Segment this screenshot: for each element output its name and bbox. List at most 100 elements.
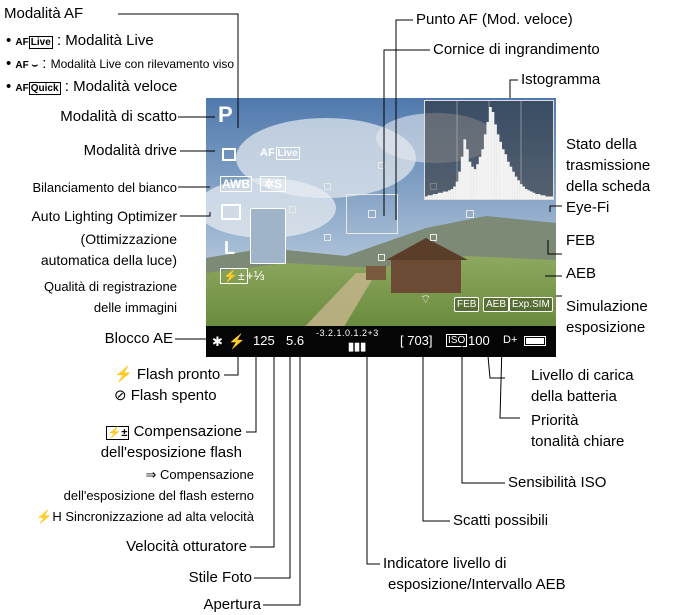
af-point [324,183,331,190]
shots-remaining: [ 703] [400,333,433,348]
histogram-bar [532,192,536,199]
label-hs-sync: ⚡H Sincronizzazione ad alta velocità [36,509,254,524]
exposure-level-marks: ▮▮▮ [348,341,367,353]
label-white-balance: Bilanciamento del bianco [32,180,177,195]
histogram-bar [537,194,541,199]
info-bar: ✱ ⚡ 125 5.6 -3.2.1.0.1.2+3 ▮▮▮ [ 703] IS… [206,326,556,357]
histogram-bar [432,194,436,199]
label-live-mode-text: Modalità Live [65,32,154,49]
histogram-bar [440,192,444,199]
alo-icon [221,204,241,220]
label-ext-comp1-text: Compensazione [160,467,254,482]
label-ext-comp2: dell'esposizione del flash esterno [63,488,254,503]
histogram-bar [437,192,441,199]
label-ext-comp1: ⇒ Compensazione [145,467,254,482]
histogram-bar [540,195,543,199]
flash-ready-icon: ⚡ [228,333,246,349]
histogram-bar [545,196,549,199]
label-quality1: Qualità di registrazione [44,279,177,294]
histogram-bar [522,186,526,199]
histogram-bar [473,169,477,199]
label-shooting-mode: Modalità di scatto [60,108,177,125]
histogram-bar [481,149,485,199]
histogram-bar [514,176,518,199]
image-quality-indicator: L [224,238,235,258]
feb-indicator: FEB [454,297,480,312]
label-aeb: AEB [566,265,597,282]
label-flash-ready-text: Flash pronto [136,366,221,383]
label-eyefi4: Eye-Fi [566,199,610,216]
histogram-bar [460,156,464,199]
white-balance-indicator: AWB [220,176,252,192]
label-eyefi3: della scheda [566,178,651,195]
flash-comp-icon: ⚡± [220,268,248,284]
af-point [324,234,331,241]
histogram-bar [468,161,472,199]
label-face-mode: • AF ⌣ : Modalità Live con rilevamento v… [6,55,235,72]
label-ae-lock: Blocco AE [104,330,173,347]
label-flash-off: ⊘ Flash spento [114,387,217,404]
af-live-badge: Live [275,147,300,160]
label-eyefi2: trasmissione [566,157,651,174]
label-quick-mode-text: Modalità veloce [73,78,178,95]
histogram-bar [445,191,449,199]
label-iso: Sensibilità ISO [508,474,607,491]
histogram-bar [499,141,502,199]
histogram-bar [489,107,492,199]
label-histogram: Istogramma [521,71,601,88]
histogram-bar [442,191,446,199]
label-eyefi1: Stato della [566,136,637,153]
histogram-bar [501,149,505,199]
label-alo: Auto Lighting Optimizer [31,208,177,224]
histogram-bar [517,180,520,199]
histogram-bar [458,171,462,199]
label-flash-comp1-text: Compensazione [133,423,242,440]
histogram-bar [463,139,467,199]
label-htp1: Priorità [531,412,579,429]
label-shutter: Velocità otturatore [126,538,247,555]
histogram-bar [494,124,497,199]
label-picture-style: Stile Foto [188,569,252,586]
label-aperture: Apertura [203,596,261,613]
label-flash-off-text: Flash spento [130,387,217,404]
histogram-bar [471,166,474,199]
ae-lock-icon: ✱ [212,334,223,349]
histogram-bar [453,186,456,199]
histogram-bar [529,191,533,199]
af-point-active [368,210,376,218]
histogram-bar [478,156,482,199]
label-flash-comp2: dell'esposizione flash [100,444,242,461]
af-point [430,234,437,241]
histogram-bar [527,190,531,199]
histogram-bar [425,196,428,199]
af-point [378,162,385,169]
label-htp2: tonalità chiare [531,433,625,450]
label-exp2: esposizione/Intervallo AEB [388,576,566,593]
label-battery2: della batteria [531,388,617,405]
style-letter: S [274,177,283,191]
label-sim2: esposizione [566,319,646,336]
shutter-value: 125 [253,333,275,348]
histogram-bar [427,195,431,199]
histogram-bar [476,164,479,199]
shooting-mode-indicator: P [218,102,233,127]
histogram-bar [550,196,554,199]
aeb-indicator: AEB [483,297,510,312]
histogram-bar [535,194,538,199]
histogram-bar [483,134,487,199]
label-drive-mode: Modalità drive [83,142,177,159]
aperture-value: 5.6 [286,333,305,348]
label-alo-it2: automatica della luce) [40,252,177,268]
histogram-bar [524,189,528,199]
histogram-bar [455,181,459,199]
histogram-panel [424,100,554,200]
flash-comp-value: +⅓ [246,268,265,283]
label-af-point: Punto AF (Mod. veloce) [416,11,573,28]
iso-label: ISO [446,334,468,347]
htp-indicator: D+ [503,334,518,346]
label-alo-it1: (Ottimizzazione [80,231,177,247]
label-flash-comp1: ⚡± Compensazione [105,423,242,440]
label-hs-sync-text: Sincronizzazione ad alta velocità [65,509,254,524]
